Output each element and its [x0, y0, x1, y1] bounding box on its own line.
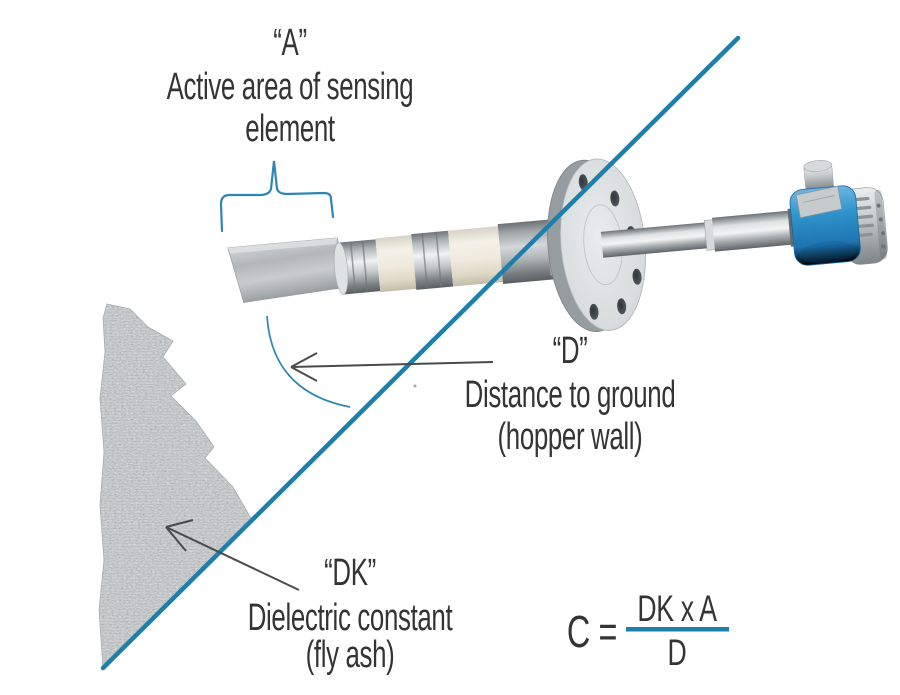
distance-arc	[266, 315, 351, 408]
label-dk-symbol: “DK”	[324, 551, 376, 593]
transmitter-housing	[789, 185, 861, 266]
nameplate-text-line	[802, 195, 835, 203]
stray-dot	[413, 384, 417, 388]
sensing-blade-edge-highlight	[227, 237, 338, 254]
fly-ash-banding	[99, 304, 252, 668]
formula-fraction-bar	[626, 627, 729, 632]
label-distance: “D” Distance to ground (hopper wall)	[465, 329, 676, 457]
label-d-symbol: “D”	[553, 329, 588, 371]
formula-denominator: D	[668, 632, 687, 673]
housing-nameplate	[795, 185, 843, 219]
probe-shaft-thick	[711, 210, 799, 252]
label-d-line2: (hopper wall)	[498, 415, 643, 457]
probe-shaft-thin	[600, 222, 708, 258]
capacitance-formula: C = DK x A D	[567, 588, 729, 673]
housing-lower-shade	[799, 241, 856, 264]
hopper-wall-line	[100, 35, 741, 671]
formula-numerator: DK x A	[637, 588, 717, 629]
label-a-line1: Active area of sensing	[167, 65, 414, 107]
label-dielectric: “DK” Dielectric constant (fly ash)	[248, 551, 453, 675]
cap-knurl-dots	[876, 203, 886, 249]
label-a-line2: element	[245, 107, 335, 149]
housing-top-fitting	[803, 160, 834, 193]
capacitance-probe	[227, 158, 888, 333]
label-d-line1: Distance to ground	[465, 373, 676, 415]
distance-arrow	[290, 352, 494, 382]
fly-ash-outline	[98, 303, 253, 669]
formula-lhs: C =	[567, 608, 617, 657]
label-dk-line1: Dielectric constant	[248, 596, 453, 638]
dk-arrow	[165, 519, 300, 591]
label-a-symbol: “A”	[273, 21, 306, 63]
label-active-area: “A” Active area of sensing element	[167, 21, 414, 149]
ceramic-insulator-1	[375, 235, 417, 293]
ceramic-insulator-2	[448, 226, 503, 287]
metal-collar-front	[333, 239, 381, 295]
active-area-brace	[219, 160, 335, 233]
label-dk-line2: (fly ash)	[306, 633, 395, 675]
metal-collar-middle	[411, 230, 454, 290]
fly-ash-region	[98, 303, 253, 669]
